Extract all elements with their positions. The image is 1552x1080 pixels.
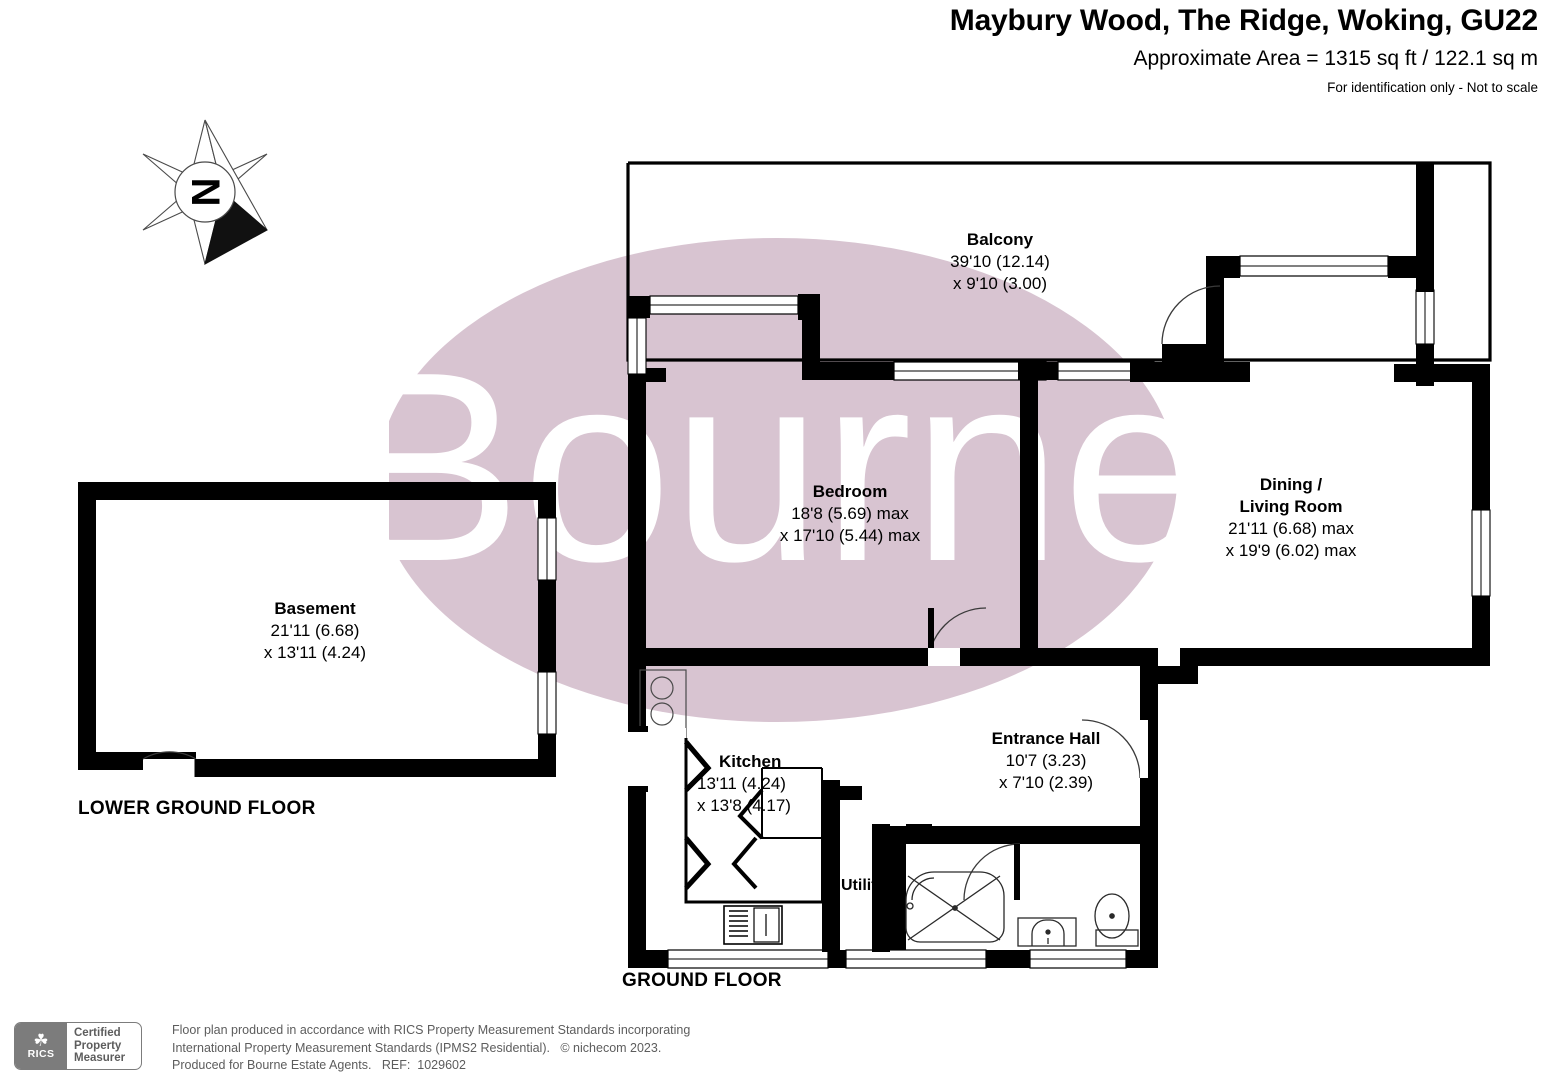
toilet-icon	[1094, 893, 1139, 947]
crest-glyph: ☘	[33, 1030, 49, 1050]
room-label-utility: Utility	[841, 877, 886, 894]
bath-icon	[905, 871, 1005, 943]
compass-rose-north-icon: N	[142, 119, 268, 265]
disclaimer-line-1: Floor plan produced in accordance with R…	[172, 1023, 691, 1037]
plan-header: Maybury Wood, The Ridge, Woking, GU22 Ap…	[950, 4, 1538, 95]
rics-crest-icon: ☘ RICS	[15, 1023, 67, 1069]
room-label-dining-living: Dining / Living Room 21'11 (6.68) max x …	[1225, 475, 1357, 561]
balcony-outline	[626, 161, 1492, 362]
svg-text:N: N	[183, 178, 227, 207]
rics-certified-logo: ☘ RICS Certified Property Measurer	[14, 1022, 142, 1070]
plan-footer: ☘ RICS Certified Property Measurer Floor…	[0, 1008, 1552, 1080]
rics-logo-line2: Property	[74, 1039, 122, 1052]
rics-logo-line1: Certified	[74, 1027, 121, 1040]
room-label-kitchen: Kitchen 13'11 (4.24) x 13'8 (4.17)	[697, 752, 791, 816]
room-label-bedroom: Bedroom 18'8 (5.69) max x 17'10 (5.44) m…	[779, 482, 921, 546]
room-label-entrance-hall: Entrance Hall 10'7 (3.23) x 7'10 (2.39)	[991, 729, 1101, 793]
lower-ground-floor-plan	[78, 482, 557, 778]
rics-logo-line3: Measurer	[74, 1052, 126, 1065]
ground-floor-plan	[626, 161, 1492, 969]
disclaimer-line-2: International Property Measurement Stand…	[172, 1040, 662, 1055]
disclaimer-text: Floor plan produced in accordance with R…	[172, 1022, 690, 1075]
identification-note: For identification only - Not to scale	[1327, 79, 1538, 95]
sink-icon	[1017, 917, 1077, 947]
rics-logo-words: Certified Property Measurer	[67, 1023, 141, 1069]
floor-label-lower-ground: LOWER GROUND FLOOR	[78, 798, 316, 819]
room-label-basement: Basement 21'11 (6.68) x 13'11 (4.24)	[263, 599, 367, 663]
page-title: Maybury Wood, The Ridge, Woking, GU22	[949, 4, 1538, 37]
room-label-balcony: Balcony 39'10 (12.14) x 9'10 (3.00)	[950, 230, 1050, 294]
disclaimer-line-3: Produced for Bourne Estate Agents. REF: …	[172, 1058, 466, 1072]
rics-brand-text: RICS	[27, 1047, 55, 1060]
floor-label-ground: GROUND FLOOR	[622, 970, 782, 991]
approximate-area: Approximate Area = 1315 sq ft / 122.1 sq…	[1133, 46, 1539, 70]
